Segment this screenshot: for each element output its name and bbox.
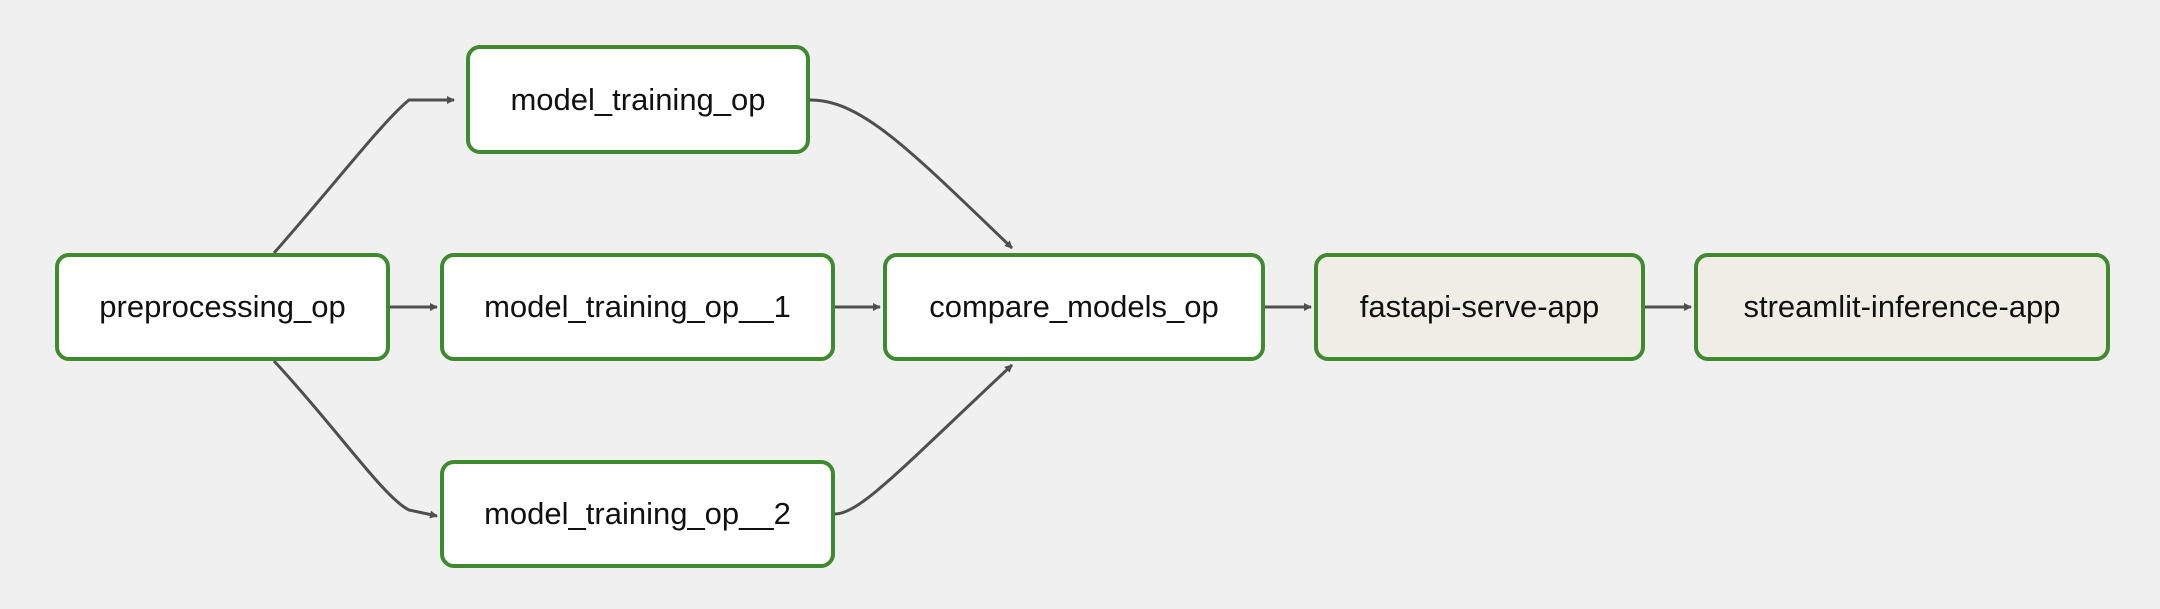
node-model-training-op-2[interactable]: model_training_op__2 [440, 460, 835, 568]
node-streamlit-inference-app[interactable]: streamlit-inference-app [1694, 253, 2110, 361]
node-compare-models-op[interactable]: compare_models_op [883, 253, 1265, 361]
edge-preprocessing-to-model-training [272, 96, 455, 254]
node-label: fastapi-serve-app [1359, 289, 1600, 324]
node-model-training-op-1[interactable]: model_training_op__1 [440, 253, 835, 361]
node-label: model_training_op [510, 81, 766, 117]
edge-model-training-2-to-compare [834, 363, 1014, 516]
edge-model-training-to-compare [809, 98, 1014, 250]
node-label: streamlit-inference-app [1743, 289, 2061, 324]
node-fastapi-serve-app[interactable]: fastapi-serve-app [1314, 253, 1645, 361]
node-label: preprocessing_op [99, 289, 346, 324]
node-label: model_training_op__1 [484, 289, 791, 324]
node-label: model_training_op__2 [484, 496, 791, 531]
node-model-training-op[interactable]: model_training_op [466, 45, 810, 154]
edge-preprocessing-to-model-training-2 [272, 359, 438, 519]
node-preprocessing-op[interactable]: preprocessing_op [55, 253, 390, 361]
node-label: compare_models_op [929, 289, 1219, 324]
